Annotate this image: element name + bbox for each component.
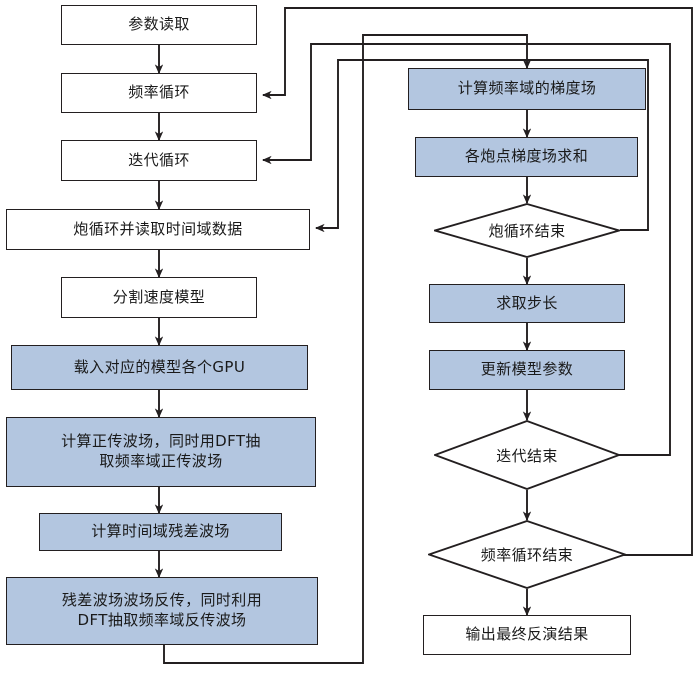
edge-loop-iteration-end-to-iteration-loop xyxy=(262,43,671,456)
edge-back-propagate-to-freq-gradient xyxy=(163,34,532,664)
node-output-result[interactable]: 输出最终反演结果 xyxy=(423,615,631,655)
edge-loop-shot-loop-end-to-shot-loop-read xyxy=(315,59,649,233)
node-step-length[interactable]: 求取步长 xyxy=(429,284,625,323)
diamond-shape-frequency-loop-end xyxy=(428,520,626,589)
node-frequency-loop[interactable]: 频率循环 xyxy=(61,73,257,113)
node-read-params[interactable]: 参数读取 xyxy=(61,5,257,45)
node-split-velocity[interactable]: 分割速度模型 xyxy=(61,277,257,318)
node-forward-wavefield[interactable]: 计算正传波场，同时用DFT抽 取频率域正传波场 xyxy=(6,417,316,487)
edge-loop-frequency-end-to-frequency-loop xyxy=(262,7,693,556)
node-shot-loop-end[interactable]: 炮循环结束 xyxy=(434,203,620,258)
node-frequency-loop-end-label: 频率循环结束 xyxy=(480,546,574,564)
diamond-shape-iteration-end xyxy=(434,420,620,490)
node-update-model[interactable]: 更新模型参数 xyxy=(429,350,625,390)
node-shot-loop-end-label: 炮循环结束 xyxy=(488,222,566,240)
node-shot-loop-read[interactable]: 炮循环并读取时间域数据 xyxy=(6,209,310,250)
node-freq-gradient[interactable]: 计算频率域的梯度场 xyxy=(408,68,646,110)
node-iteration-end-label: 迭代结束 xyxy=(496,446,558,465)
node-frequency-loop-end[interactable]: 频率循环结束 xyxy=(428,520,626,589)
node-time-residual[interactable]: 计算时间域残差波场 xyxy=(39,513,282,551)
diamond-shape-shot-loop-end xyxy=(434,203,620,258)
node-iteration-loop[interactable]: 迭代循环 xyxy=(61,140,257,181)
node-sum-gradients[interactable]: 各炮点梯度场求和 xyxy=(415,137,638,177)
node-back-propagate[interactable]: 残差波场波场反传，同时利用 DFT抽取频率域反传波场 xyxy=(6,577,318,645)
node-iteration-end[interactable]: 迭代结束 xyxy=(434,420,620,490)
node-load-model-gpu[interactable]: 载入对应的模型各个GPU xyxy=(11,345,308,390)
